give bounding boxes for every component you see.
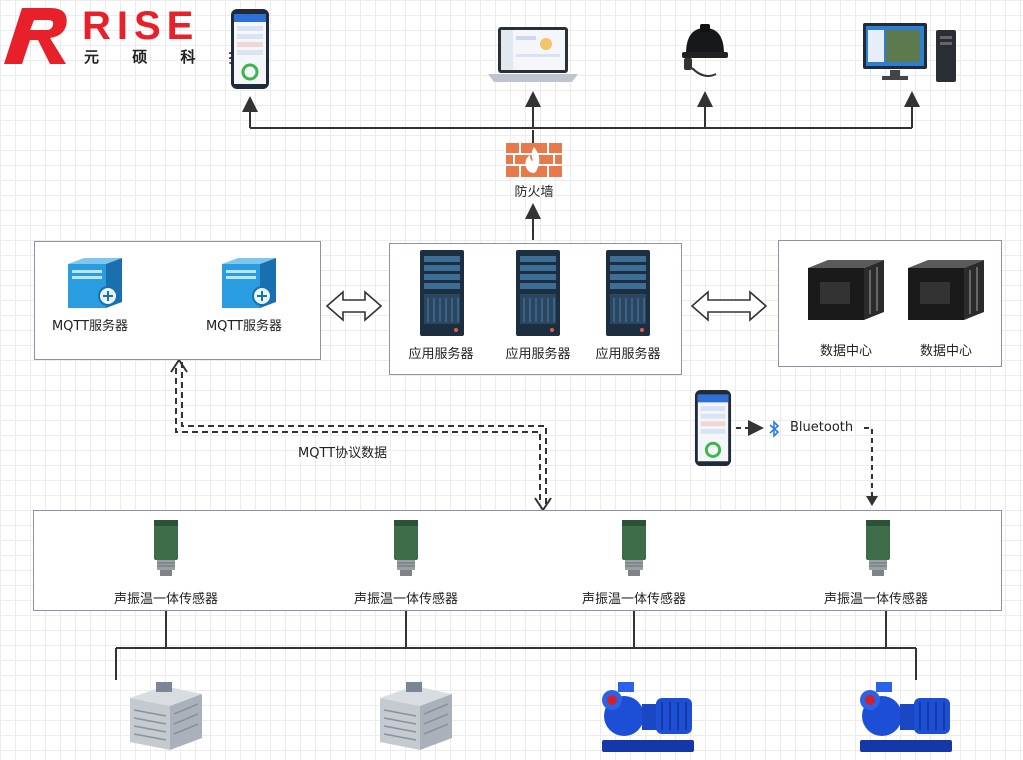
data-center-label: 数据中心 [819, 344, 872, 359]
sensor-4 [864, 518, 892, 582]
mqtt-server-1 [64, 256, 126, 314]
client-helmet [680, 22, 730, 88]
bluetooth-phone [694, 388, 732, 472]
data-center-label: 数据中心 [919, 344, 972, 359]
sensor-1 [152, 518, 180, 582]
cooling-tower-icon [130, 682, 202, 750]
logo-mark-icon [4, 8, 67, 64]
app-server-label: 应用服务器 [408, 347, 474, 362]
sensor-icon [622, 520, 646, 576]
server-icon [68, 258, 122, 308]
data-center-2 [906, 258, 986, 326]
rack-server-icon [606, 250, 650, 336]
firewall [506, 143, 562, 181]
client-laptop [488, 26, 578, 88]
logo-text: RISE [82, 4, 200, 48]
server-icon [222, 258, 276, 308]
equipment-bus [115, 610, 917, 680]
mqtt-server-label: MQTT服务器 [51, 319, 129, 334]
sensor-label: 声振温一体传感器 [823, 592, 928, 607]
app-server-2 [516, 250, 560, 340]
phone-icon [231, 9, 269, 89]
logo-subtitle: 元 硕 科 技 [84, 48, 258, 66]
cooling-tower-2 [376, 680, 456, 756]
cooling-tower-icon [380, 682, 452, 750]
bluetooth-icon [767, 420, 781, 442]
sensor-label: 声振温一体传感器 [353, 592, 458, 607]
sensor-icon [154, 520, 178, 576]
app-server-label: 应用服务器 [505, 347, 571, 362]
firewall-label: 防火墙 [514, 185, 554, 200]
client-desktop [862, 22, 958, 88]
sensor-3 [620, 518, 648, 582]
sensor-2 [392, 518, 420, 582]
datacenter-icon [908, 260, 984, 320]
client-bus [242, 91, 920, 240]
rack-server-icon [516, 250, 560, 336]
bluetooth-link [736, 420, 873, 502]
firewall-icon [506, 143, 562, 177]
bluetooth-label: Bluetooth [790, 420, 854, 435]
mqtt-protocol-label: MQTT协议数据 [298, 446, 388, 461]
double-arrow-right [690, 290, 768, 322]
client-phone [230, 8, 270, 94]
sensor-icon [394, 520, 418, 576]
phone-icon [694, 390, 732, 466]
sensor-group [33, 510, 1002, 611]
app-server-1 [420, 250, 464, 340]
datacenter-icon [808, 260, 884, 320]
sensor-icon [866, 520, 890, 576]
double-arrow-left [325, 290, 383, 322]
headset-helmet-icon [682, 24, 728, 77]
laptop-icon [488, 27, 578, 82]
data-center-1 [806, 258, 886, 326]
mqtt-server-label: MQTT服务器 [205, 319, 283, 334]
desktop-pc-icon [863, 23, 956, 82]
sensor-label: 声振温一体传感器 [113, 592, 218, 607]
rack-server-icon [420, 250, 464, 336]
mqtt-server-2 [218, 256, 280, 314]
app-server-label: 应用服务器 [595, 347, 661, 362]
sensor-label: 声振温一体传感器 [581, 592, 686, 607]
water-pump-2 [856, 676, 956, 760]
cooling-tower-1 [126, 680, 206, 756]
water-pump-1 [598, 676, 698, 760]
water-pump-icon [860, 682, 952, 752]
mqtt-protocol-link [175, 362, 547, 504]
app-server-3 [606, 250, 650, 340]
water-pump-icon [602, 682, 694, 752]
